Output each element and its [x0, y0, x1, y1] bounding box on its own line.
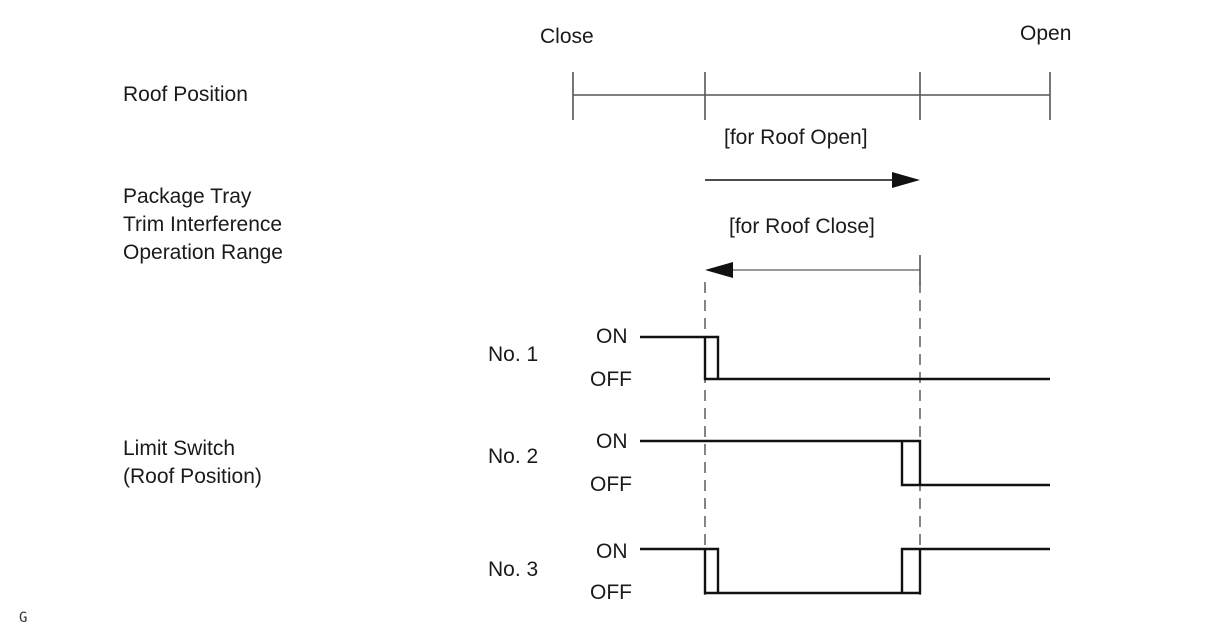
open-label: Open: [1020, 22, 1071, 45]
switch-no-3: No. 3 ON OFF: [488, 540, 1050, 604]
switch-no-1-waveform: [640, 335, 1050, 381]
roof-open-arrowhead: [892, 172, 920, 188]
switch-no-2: No. 2 ON OFF: [488, 430, 1050, 496]
roof-position-label: Roof Position: [123, 83, 248, 106]
roof-open-arrow: [705, 172, 920, 188]
limit-switch-label-line-2: (Roof Position): [123, 465, 262, 488]
limit-switch-label-line-1: Limit Switch: [123, 437, 235, 460]
for-roof-close-label: [for Roof Close]: [729, 215, 875, 238]
switch-off-label: OFF: [590, 581, 632, 604]
close-label: Close: [540, 25, 594, 48]
roof-close-arrow: [705, 255, 921, 285]
switch-off-label: OFF: [590, 473, 632, 496]
switch-name: No. 2: [488, 445, 538, 468]
switch-on-label: ON: [596, 430, 628, 453]
package-tray-label-line-3: Operation Range: [123, 241, 283, 264]
switch-name: No. 1: [488, 343, 538, 366]
corner-mark: G: [19, 610, 27, 626]
roof-position-axis: [572, 72, 1051, 120]
switch-no-3-waveform: [640, 547, 1050, 595]
roof-close-arrowhead: [705, 262, 733, 278]
package-tray-label-line-2: Trim Interference: [123, 213, 282, 236]
switch-on-label: ON: [596, 325, 628, 348]
package-tray-label-line-1: Package Tray: [123, 185, 252, 208]
switch-no-1: No. 1 ON OFF: [488, 325, 1050, 391]
switch-name: No. 3: [488, 558, 538, 581]
switch-on-label: ON: [596, 540, 628, 563]
for-roof-open-label: [for Roof Open]: [724, 126, 868, 149]
switch-no-2-waveform: [640, 439, 1050, 487]
switch-off-label: OFF: [590, 368, 632, 391]
